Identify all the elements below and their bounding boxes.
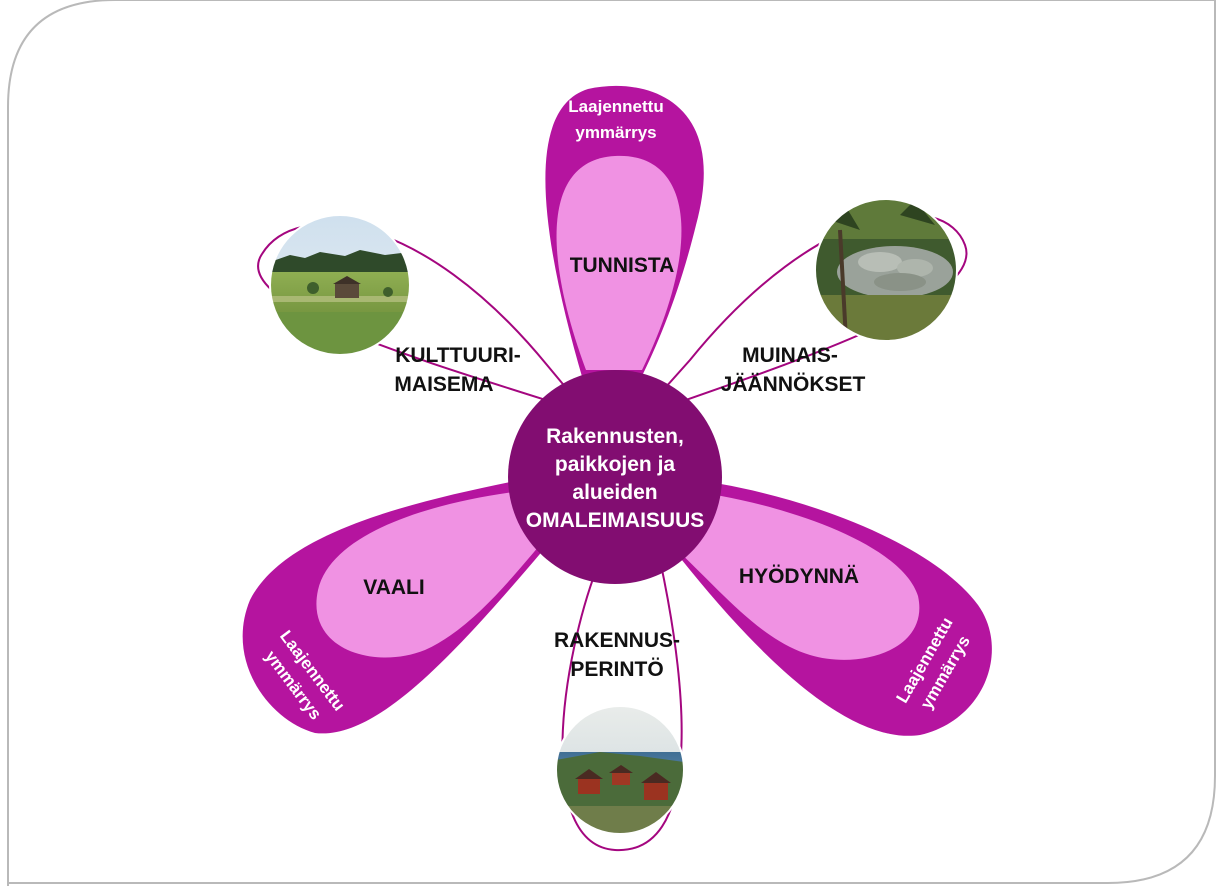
stone-cairn-photo [815,199,957,341]
tunnista-label: TUNNISTA [570,254,675,277]
kulttuurimaisema-label-1: KULTTUURI- [395,344,521,367]
petal-hyodynna [670,478,992,736]
center-line-1: Rakennusten, [546,425,684,448]
center-circle [508,370,722,584]
vaali-label: VAALI [363,576,424,599]
top-outer-label-2: ymmärrys [575,123,656,142]
slide-frame [7,0,1216,886]
muinaisjaannokset-label-2: JÄÄNNÖKSET [721,373,866,396]
hyodynna-label: HYÖDYNNÄ [739,565,859,588]
muinaisjaannokset-label-1: MUINAIS- [742,344,838,367]
center-line-3: alueiden [572,481,657,504]
center-line-2: paikkojen ja [555,453,676,476]
petal-tunnista [545,85,704,380]
landscape-photo [270,215,410,355]
kulttuurimaisema-label-2: MAISEMA [394,373,493,396]
petal-vaali [242,478,545,734]
rakennusperinto-label-2: PERINTÖ [570,658,663,681]
rakennusperinto-label-1: RAKENNUS- [554,629,680,652]
top-outer-label-1: Laajennettu [568,97,663,116]
center-line-4: OMALEIMAISUUS [526,509,705,532]
